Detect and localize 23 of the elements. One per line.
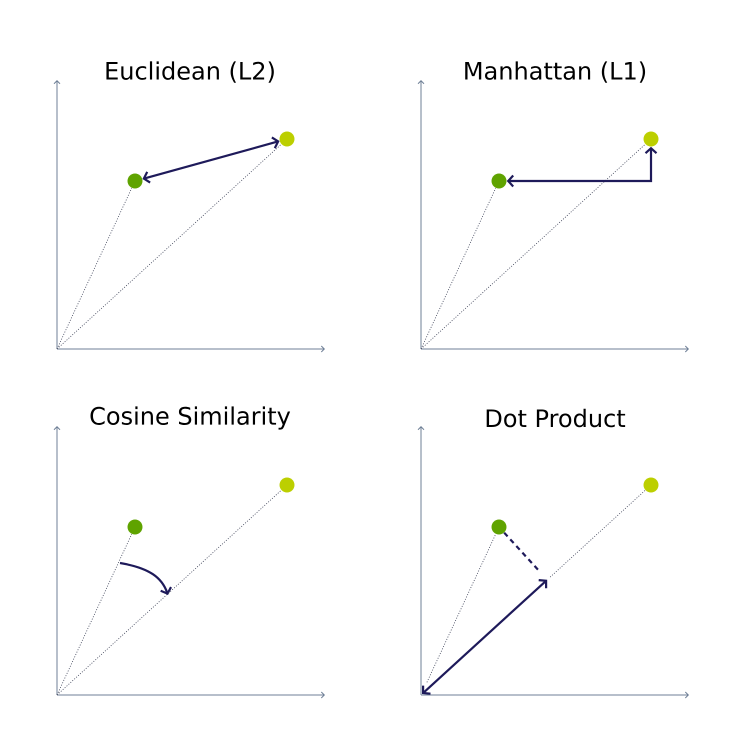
point-marker: [492, 174, 506, 188]
dotted-line: [56, 188, 132, 350]
point-marker: [128, 520, 142, 534]
dotted-line: [56, 490, 282, 696]
panel-title: Cosine Similarity: [90, 406, 290, 430]
dotted-line: [56, 144, 282, 350]
dotted-line: [426, 534, 496, 683]
point-marker: [492, 520, 506, 534]
panel-title: Dot Product: [486, 408, 626, 428]
point-marker: [644, 478, 658, 492]
point-marker: [644, 132, 658, 146]
dashed-line: [503, 532, 540, 572]
point-marker: [280, 478, 294, 492]
point-marker: [280, 132, 294, 146]
panel-title: Manhattan (L1): [465, 61, 646, 83]
panel-title: Euclidean (L2): [106, 61, 274, 83]
dotted-line: [420, 144, 646, 350]
arrow: [506, 146, 658, 188]
point-marker: [128, 174, 142, 188]
dotted-line: [550, 490, 646, 578]
dotted-line: [56, 534, 132, 696]
dotted-line: [420, 188, 496, 350]
arrow: [142, 136, 280, 184]
